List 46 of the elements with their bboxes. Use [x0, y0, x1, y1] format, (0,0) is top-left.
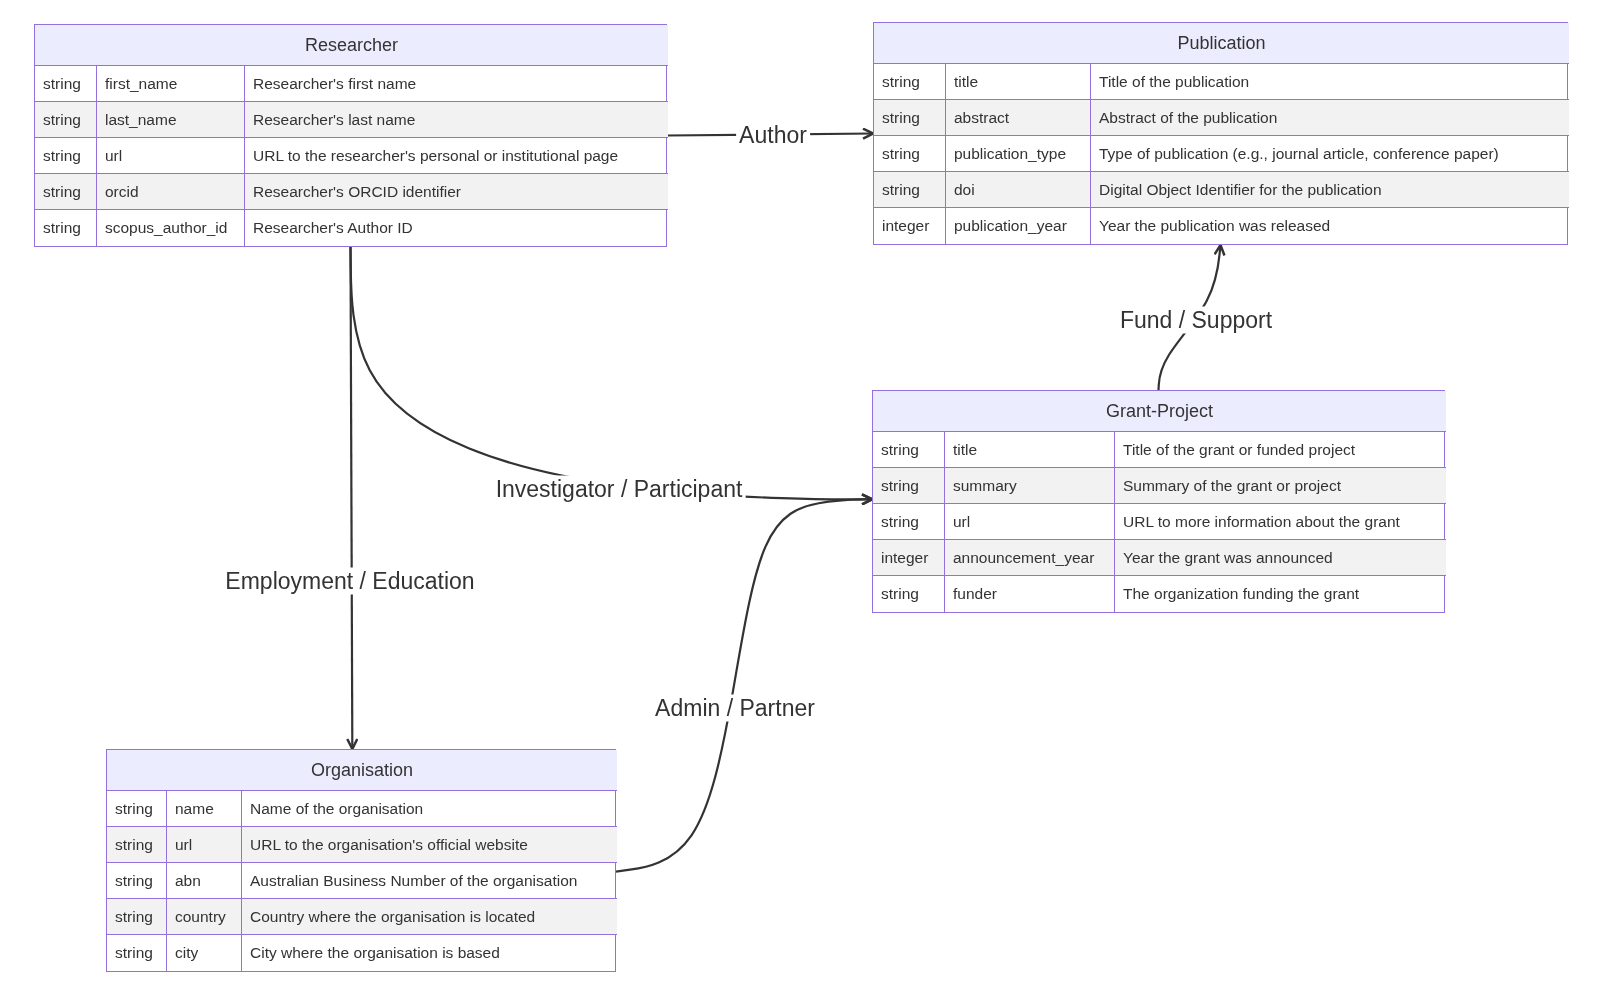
attribute-name: orcid — [96, 174, 245, 210]
entity-title: Publication — [874, 23, 1569, 64]
attribute-description: Digital Object Identifier for the publication — [1091, 172, 1569, 208]
attribute-name: doi — [945, 172, 1091, 208]
attribute-type: string — [35, 174, 96, 210]
attribute-description: Researcher's Author ID — [252, 218, 414, 238]
entity-table — [873, 22, 1568, 245]
attribute-name: scopus_author_id — [96, 210, 245, 246]
entity-title: Researcher — [35, 25, 668, 66]
attribute-name: abstract — [945, 100, 1091, 136]
attribute-type: string — [107, 899, 166, 935]
entity-title: Grant-Project — [873, 391, 1446, 432]
attribute-description: Summary of the grant or project — [1115, 468, 1446, 504]
attribute-description: Country where the organisation is located — [242, 899, 617, 935]
attribute-type: string — [874, 172, 945, 208]
entity-title: Organisation — [107, 750, 617, 791]
attribute-type: string — [880, 584, 920, 604]
attribute-type: integer — [881, 216, 931, 236]
attribute-name: publication_year — [945, 208, 1091, 244]
attribute-description: URL to the organisation's official website — [242, 827, 617, 863]
attribute-name: summary — [944, 468, 1115, 504]
entity-table — [106, 749, 616, 972]
edge-label: Admin / Partner — [652, 694, 818, 722]
attribute-name: url — [166, 827, 242, 863]
attribute-type: string — [873, 468, 944, 504]
attribute-name: country — [166, 899, 242, 935]
attribute-type: string — [35, 102, 96, 138]
arrow — [615, 493, 874, 873]
attribute-description: The organization funding the grant — [1122, 584, 1361, 604]
attribute-description: Researcher's ORCID identifier — [245, 174, 668, 210]
attribute-description: Abstract of the publication — [1091, 100, 1569, 136]
attribute-name: last_name — [96, 102, 245, 138]
attribute-name: announcement_year — [944, 540, 1115, 576]
attribute-description: Researcher's last name — [245, 102, 668, 138]
attribute-description: Year the grant was announced — [1115, 540, 1446, 576]
entity-table — [34, 24, 667, 247]
attribute-type: string — [114, 943, 154, 963]
attribute-name: city — [166, 935, 242, 971]
entity-table — [872, 390, 1445, 613]
attribute-description: City where the organisation is based — [249, 943, 501, 963]
attribute-type: integer — [873, 540, 944, 576]
attribute-type: string — [107, 827, 166, 863]
attribute-type: string — [874, 100, 945, 136]
attribute-name: funder — [944, 576, 1115, 612]
attribute-description: Year the publication was released — [1098, 216, 1332, 236]
attribute-type: string — [42, 218, 82, 238]
